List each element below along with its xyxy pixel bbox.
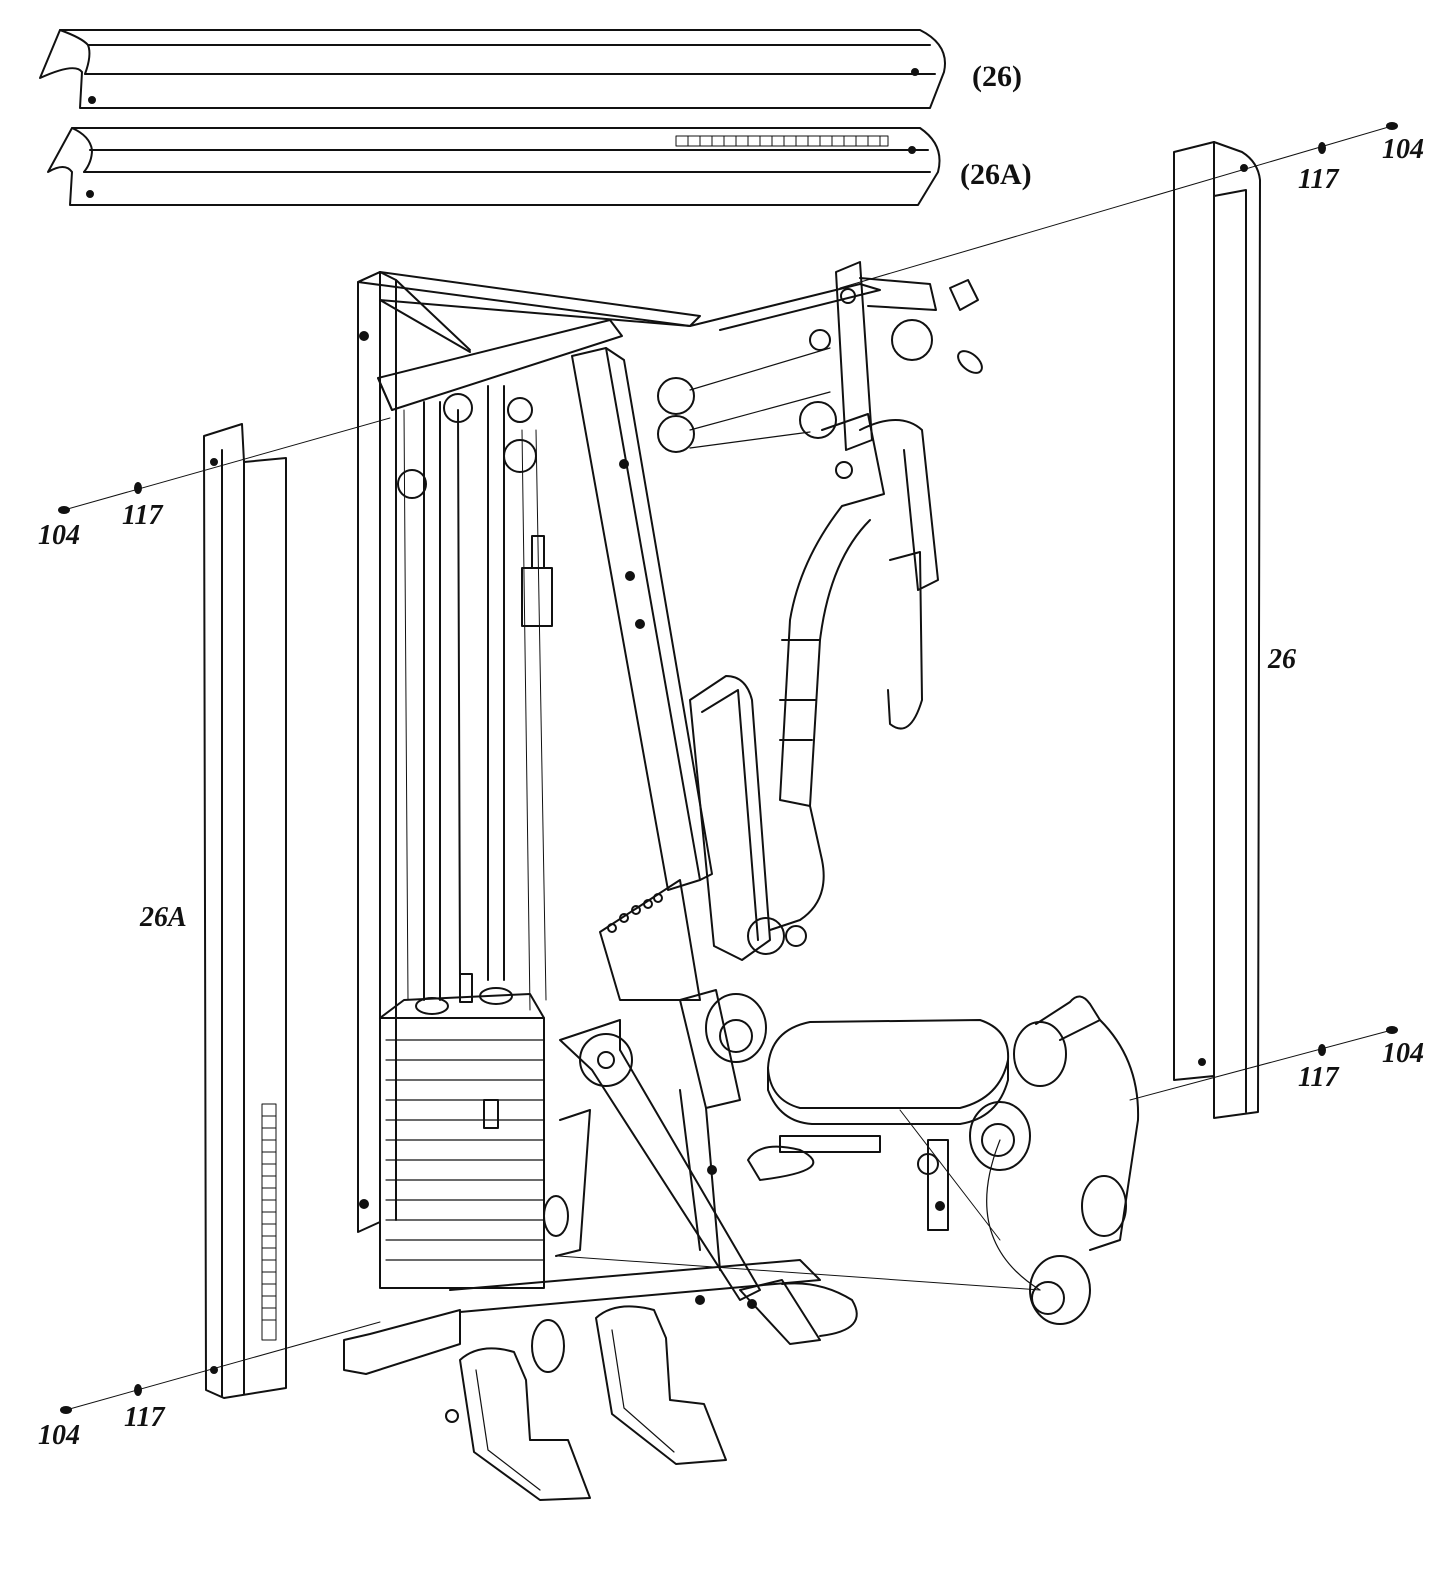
- label-washer-upper-left: 117: [122, 500, 163, 531]
- weight-number-strip-vertical: [261, 1103, 277, 1341]
- fasteners: [58, 122, 1398, 1414]
- label-washer-upper-right: 117: [1298, 164, 1339, 195]
- shroud-26a-left: [203, 423, 287, 1399]
- label-bolt-lower-left: 104: [38, 1420, 80, 1451]
- weight-number-strip: [675, 135, 889, 147]
- shroud-26a-top: [47, 127, 941, 206]
- label-washer-lower-right: 117: [1298, 1062, 1339, 1093]
- label-shroud-26a-top: (26A): [960, 158, 1032, 191]
- label-washer-lower-left: 117: [124, 1402, 165, 1433]
- shroud-26-right: [1173, 141, 1261, 1119]
- label-shroud-26-right: 26: [1268, 644, 1296, 675]
- label-shroud-26a-left: 26A: [140, 902, 187, 933]
- label-bolt-upper-left: 104: [38, 520, 80, 551]
- shroud-26-top: [39, 29, 946, 109]
- gym-frame: [343, 261, 1140, 1501]
- label-shroud-26-top: (26): [972, 60, 1022, 93]
- label-bolt-upper-right: 104: [1382, 134, 1424, 165]
- leader-lines: [63, 125, 1393, 1411]
- label-bolt-lower-right: 104: [1382, 1038, 1424, 1069]
